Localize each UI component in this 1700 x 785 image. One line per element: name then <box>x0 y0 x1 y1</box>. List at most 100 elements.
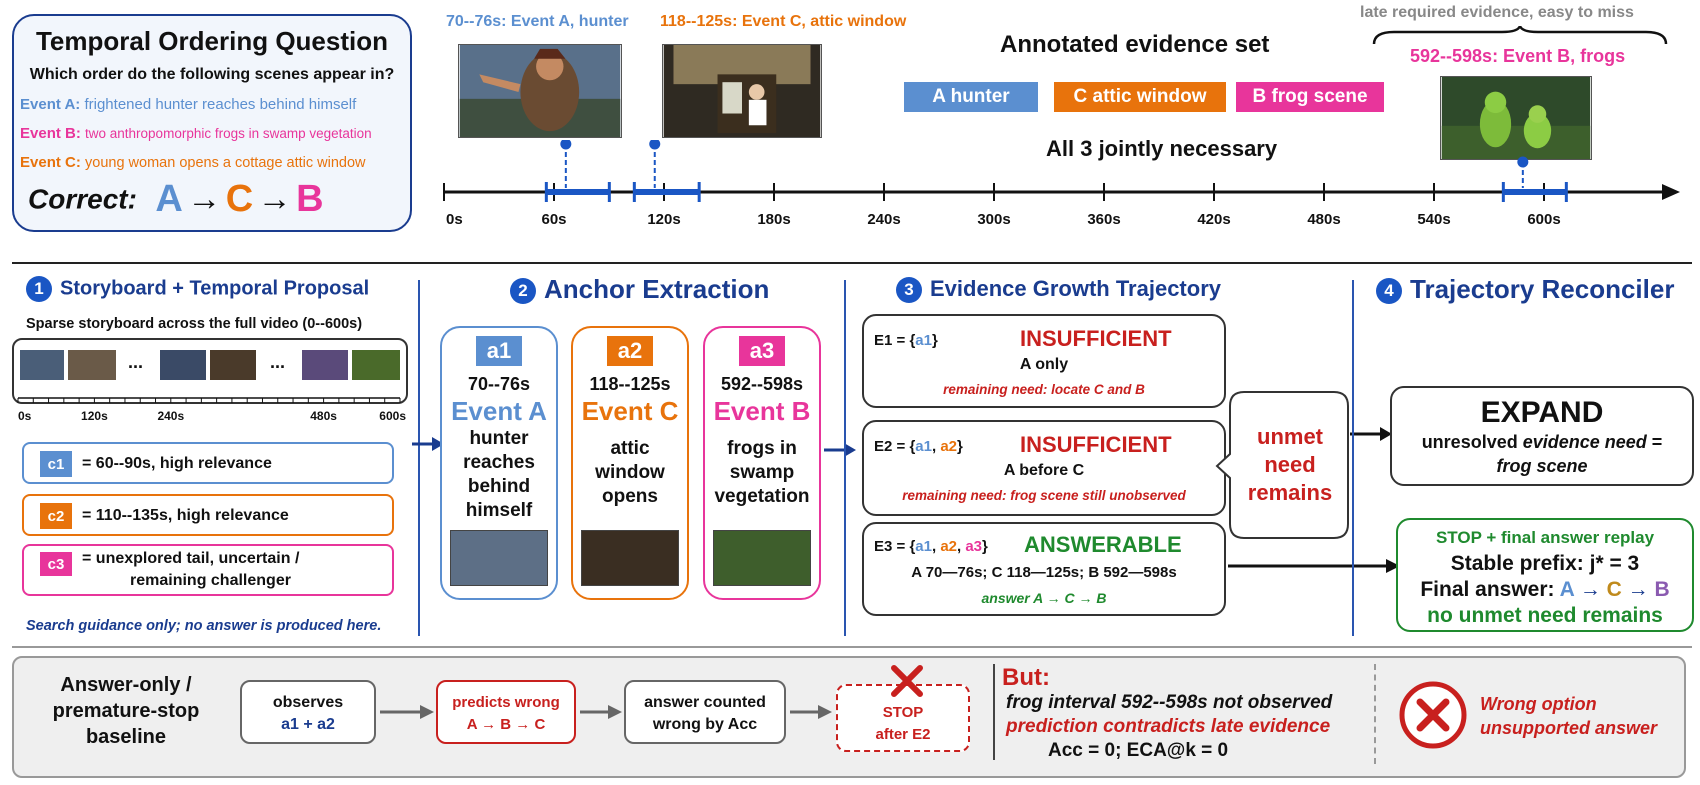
evidence-chip-b: B frog scene <box>1236 82 1384 112</box>
e2-line: A before C <box>1003 462 1085 479</box>
section-1-number: 1 <box>26 276 52 302</box>
timeline-interval-pin <box>649 140 661 150</box>
e3-a1: a1 <box>915 538 932 555</box>
storyboard-frame-1 <box>20 350 64 380</box>
timeline-interval-pin <box>1517 156 1529 168</box>
section-2-label: Anchor Extraction <box>544 274 770 304</box>
correct-b: B <box>296 178 324 220</box>
final-arrow-2: → <box>1621 578 1655 601</box>
e1-status: INSUFFICIENT <box>1020 326 1172 351</box>
a1-desc-2: reaches <box>463 452 535 473</box>
evidence-e3: E3 = {a1, a2, a3} ANSWERABLE A 70—76s; C… <box>862 522 1226 616</box>
stop-line-2: after E2 <box>875 726 931 743</box>
e3-a2: a2 <box>940 538 957 555</box>
a3-event: Event B <box>713 396 811 426</box>
e2-sep: , <box>931 438 941 455</box>
but-line-3: Acc = 0; ECA@k = 0 <box>1048 740 1229 761</box>
a2-event: Event C <box>581 396 679 426</box>
a3-tag: a3 <box>739 336 785 366</box>
event-a-line: Event A: frightened hunter reaches behin… <box>20 96 356 113</box>
a1-desc-4: himself <box>465 500 533 521</box>
final-arrow-1: → <box>1573 578 1607 601</box>
storyboard-ellipsis-1: ... <box>128 352 144 372</box>
c3-tag: c3 <box>40 552 72 576</box>
expand-line-1c: = <box>1646 432 1663 452</box>
stop-line-1: STOP <box>882 704 924 721</box>
wrong-line-1: Wrong option <box>1480 694 1597 714</box>
a2-frame <box>581 530 679 586</box>
section-4-label: Trajectory Reconciler <box>1410 274 1675 304</box>
evidence-e1: E1 = {a1} INSUFFICIENT A only remaining … <box>862 314 1226 408</box>
e1-set-close: } <box>931 332 938 349</box>
question-prompt: Which order do the following scenes appe… <box>29 66 395 83</box>
caption-event-c: 118--125s: Event C, attic window <box>660 13 907 30</box>
section-1-label: Storyboard + Temporal Proposal <box>60 277 370 300</box>
arrow-2-to-3 <box>824 443 856 457</box>
candidate-c1: c1 = 60--90s, high relevance <box>22 442 394 484</box>
storyboard-tick-label: 240s <box>157 409 184 423</box>
timeline-tick-label: 420s <box>1197 211 1230 228</box>
timeline-tick-label: 480s <box>1307 211 1340 228</box>
c2-text: = 110--135s, high relevance <box>82 507 289 524</box>
baseline-dashed-divider <box>1374 664 1376 764</box>
storyboard-tick-label: 0s <box>18 409 32 423</box>
section-3-number: 3 <box>896 277 922 304</box>
top-divider <box>12 262 1692 264</box>
callout-line-1: unmet <box>1257 424 1323 449</box>
e2-set-close: } <box>957 438 963 455</box>
event-b-text: two anthropomorphic frogs in swamp veget… <box>85 126 372 141</box>
callout-line-3: remains <box>1247 480 1333 505</box>
evidence-chip-a: A hunter <box>904 82 1038 112</box>
storyboard-ellipsis-2: ... <box>270 352 286 372</box>
anchor-a1: a1 70--76s Event A hunter reaches behind… <box>440 326 558 600</box>
a1-frame <box>450 530 548 586</box>
evidence-e2: E2 = {a1, a2} INSUFFICIENT A before C re… <box>862 420 1226 516</box>
a1-desc-1: hunter <box>469 428 529 449</box>
e3-set-open: E3 = { <box>874 538 916 555</box>
expand-line-1a: unresolved <box>1421 432 1523 452</box>
no-unmet-need: no unmet need remains <box>1427 604 1663 627</box>
a1-event: Event A <box>451 396 547 426</box>
correct-c: C <box>225 178 254 220</box>
counted-line-2: wrong by Acc <box>652 716 758 733</box>
e3-set: E3 = {a1, a2, a3} <box>874 538 988 555</box>
timeline-tick-label: 360s <box>1087 211 1120 228</box>
baseline-arrow-3 <box>790 705 832 719</box>
but-divider <box>993 664 995 760</box>
event-c-line: Event C: young woman opens a cottage att… <box>20 154 366 171</box>
a2-desc-1: attic <box>610 438 650 459</box>
premature-stop-box: STOP after E2 <box>836 684 970 752</box>
storyboard-frame-4 <box>210 350 256 380</box>
a3-desc-1: frogs in <box>727 438 797 459</box>
evidence-chip-c: C attic window <box>1054 82 1226 112</box>
storyboard-tick-label: 120s <box>81 409 108 423</box>
c1-tag: c1 <box>40 451 72 477</box>
evidence-set-title: Annotated evidence set <box>1000 31 1270 58</box>
e2-need: remaining need: frog scene still unobser… <box>902 488 1186 503</box>
correct-arrow-1: → <box>187 180 222 218</box>
c3-line-1: = unexplored tail, uncertain / <box>82 550 300 567</box>
arrow-to-expand <box>1350 427 1392 441</box>
e3-sep-2: , <box>957 538 966 555</box>
e2-a2: a2 <box>940 438 957 455</box>
wrong-line-2: unsupported answer <box>1480 718 1658 738</box>
observes-line-1: observes <box>272 694 344 711</box>
timeline-interval-pin <box>560 140 572 150</box>
wrong-answer-icon <box>1399 681 1467 749</box>
timeline-tick-label: 120s <box>647 211 680 228</box>
search-guidance-note: Search guidance only; no answer is produ… <box>26 618 382 634</box>
divider-2-3 <box>844 280 846 636</box>
event-a-text: frightened hunter reaches behind himself <box>84 96 357 113</box>
observes-box: observes a1 + a2 <box>240 680 376 744</box>
e3-a3: a3 <box>965 538 983 555</box>
timeline-tick-label: 540s <box>1417 211 1450 228</box>
event-a-label: Event A: <box>20 96 81 113</box>
storyboard-frame-3 <box>160 350 206 380</box>
but-line-2: prediction contradicts late evidence <box>1006 716 1331 737</box>
attic-window-thumbnail <box>662 44 822 138</box>
a3-frame <box>713 530 811 586</box>
c2-tag: c2 <box>40 503 72 529</box>
